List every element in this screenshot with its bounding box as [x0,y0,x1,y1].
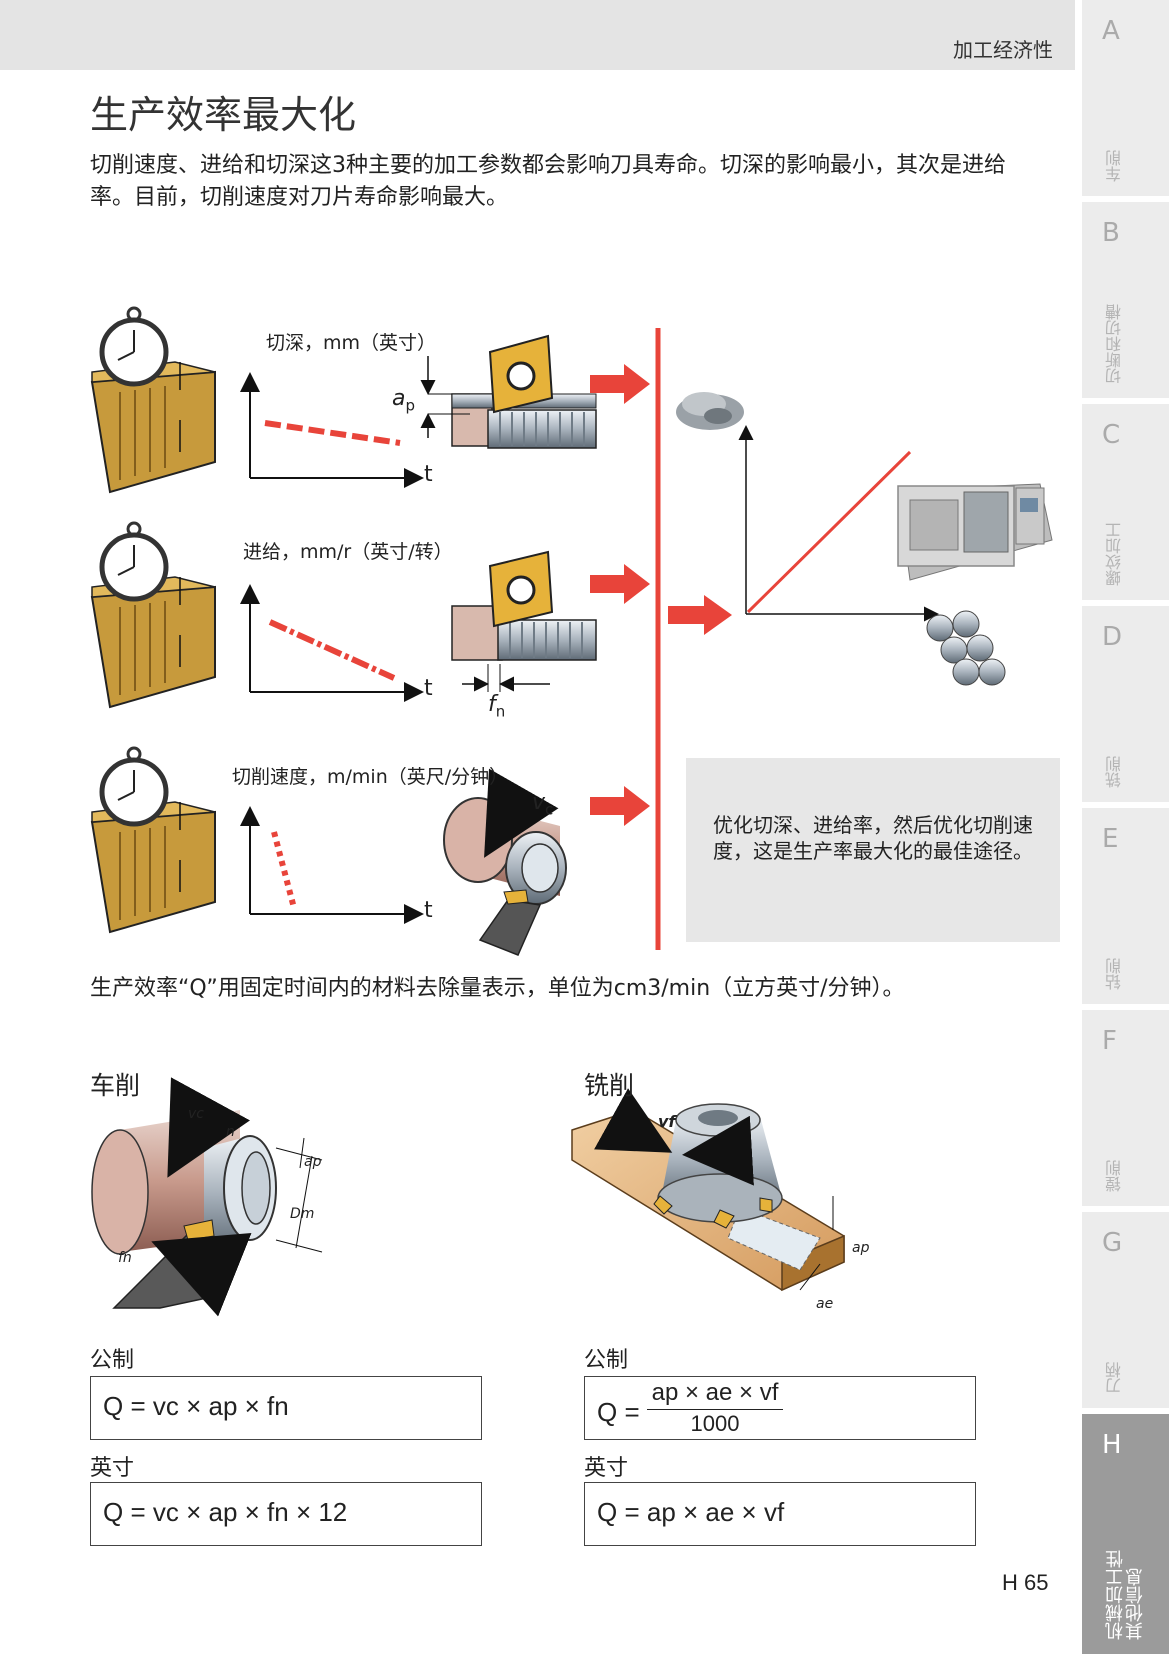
intro-paragraph: 切削速度、进给和切深这3种主要的加工参数都会影响刀具寿命。切深的影响最小，其次是… [90,153,1007,210]
milling-illustration [571,1088,845,1292]
row1-label: 切深，mm（英寸） [266,332,437,354]
milling-inch-label: 英寸 [584,1456,629,1481]
turning-inch-formula-box: Q = vc × ap × fn × 12 [90,1482,482,1546]
turning-label-ap: ap [304,1154,322,1170]
milling-metric-label: 公制 [584,1348,629,1373]
tab-c[interactable]: C 螺纹加工 [1082,404,1169,600]
turning-metric-label: 公制 [90,1348,135,1373]
chart-row1 [240,372,424,488]
productivity-diagram [90,306,1053,1317]
tab-label: 车削 [1105,150,1124,182]
axis-t-2: t [424,676,433,701]
axis-t-3: t [424,898,433,923]
tab-letter: E [1102,824,1119,854]
milling-heading: 铣削 [584,1071,635,1100]
tab-e[interactable]: E 钻削 [1082,808,1169,1004]
milling-label-vf: vf [658,1112,676,1131]
milling-label-ap: ap [852,1240,870,1256]
milling-inch-formula-box: Q = ap × ae × vf [584,1482,976,1546]
tab-label: 钻削 [1105,958,1124,990]
milling-metric-formula-box: Q = ap × ae × vf 1000 [584,1376,976,1440]
productivity-chart [738,425,939,622]
tab-letter: D [1102,622,1123,652]
tab-label: 切断和切槽 [1105,304,1124,384]
workpiece-stopwatch-1 [90,306,216,494]
tab-label: 刀柄 [1105,1362,1124,1394]
milling-metric-numerator: ap × ae × vf [647,1379,783,1410]
side-tabs: A 车削 B 切断和切槽 C 螺纹加工 D 铣削 E 钻削 F 镗削 G 刀柄 … [1082,0,1169,1654]
info-box: 优化切深、进给率，然后优化切削速度，这是生产率最大化的最佳途径。 [686,758,1060,942]
axis-t-1: t [424,462,433,487]
tab-b[interactable]: B 切断和切槽 [1082,202,1169,398]
tab-letter: F [1102,1026,1117,1056]
tab-letter: C [1102,420,1121,450]
page-title: 生产效率最大化 [90,93,357,137]
red-arrows [590,328,732,950]
tab-label: 镗削 [1105,1160,1124,1192]
info-box-text: 优化切深、进给率，然后优化切削速度，这是生产率最大化的最佳途径。 [713,813,1033,863]
turning-label-vc: vc [188,1106,204,1122]
symbol-vc: vc [532,790,554,819]
insert-depth-illustration [420,334,597,449]
parts-bundle-icon [926,610,1006,686]
tab-letter: G [1102,1228,1123,1258]
turning-metric-formula: Q = vc × ap × fn [103,1391,289,1421]
header-bar: 加工经济性 [0,0,1075,70]
milling-metric-prefix: Q = [597,1397,640,1427]
turning-metric-formula-box: Q = vc × ap × fn [90,1376,482,1440]
tab-g[interactable]: G 刀柄 [1082,1212,1169,1408]
chart-row2 [240,584,424,702]
tab-label: 铣削 [1105,756,1124,788]
tab-label: 螺纹加工 [1105,522,1124,586]
tab-letter: H [1102,1430,1122,1460]
turning-inch-formula: Q = vc × ap × fn × 12 [103,1497,348,1527]
tab-f[interactable]: F 镗削 [1082,1010,1169,1206]
milling-metric-denominator: 1000 [690,1411,740,1436]
tab-letter: A [1102,16,1120,46]
tab-a[interactable]: A 车削 [1082,0,1169,196]
row3-label: 切削速度，m/min（英尺/分钟） [232,766,509,788]
chips-pile-icon [676,392,744,430]
row2-label: 进给，mm/r（英寸/转） [243,541,453,563]
turning-label-fn: fn [118,1250,132,1266]
turning-label-n: n [226,1124,235,1140]
page-number: H 65 [1002,1570,1049,1595]
turning-speed-illustration [443,768,567,956]
tab-letter: B [1102,218,1120,248]
turning-heading: 车削 [90,1071,141,1100]
insert-feed-illustration [451,550,597,692]
turning-illustration [91,1077,323,1317]
tab-label: 机械加工性 其他信息 [1105,1550,1146,1640]
workpiece-stopwatch-2 [90,521,216,709]
section-title: 加工经济性 [953,38,1053,62]
chart-row3 [240,806,424,924]
tab-h[interactable]: H 机械加工性 其他信息 [1082,1414,1169,1654]
symbol-fn: fn [488,692,506,721]
productivity-statement: 生产效率“Q”用固定时间内的材料去除量表示，单位为cm3/min（立方英寸/分钟… [90,976,905,1001]
milling-inch-formula: Q = ap × ae × vf [597,1497,785,1527]
turning-label-dm: Dm [290,1206,315,1222]
milling-label-ae: ae [816,1296,834,1312]
tab-d[interactable]: D 铣削 [1082,606,1169,802]
cnc-machine-icon [897,483,1053,581]
symbol-ap: ap [392,386,416,415]
turning-inch-label: 英寸 [90,1456,135,1481]
workpiece-stopwatch-3 [90,746,216,934]
